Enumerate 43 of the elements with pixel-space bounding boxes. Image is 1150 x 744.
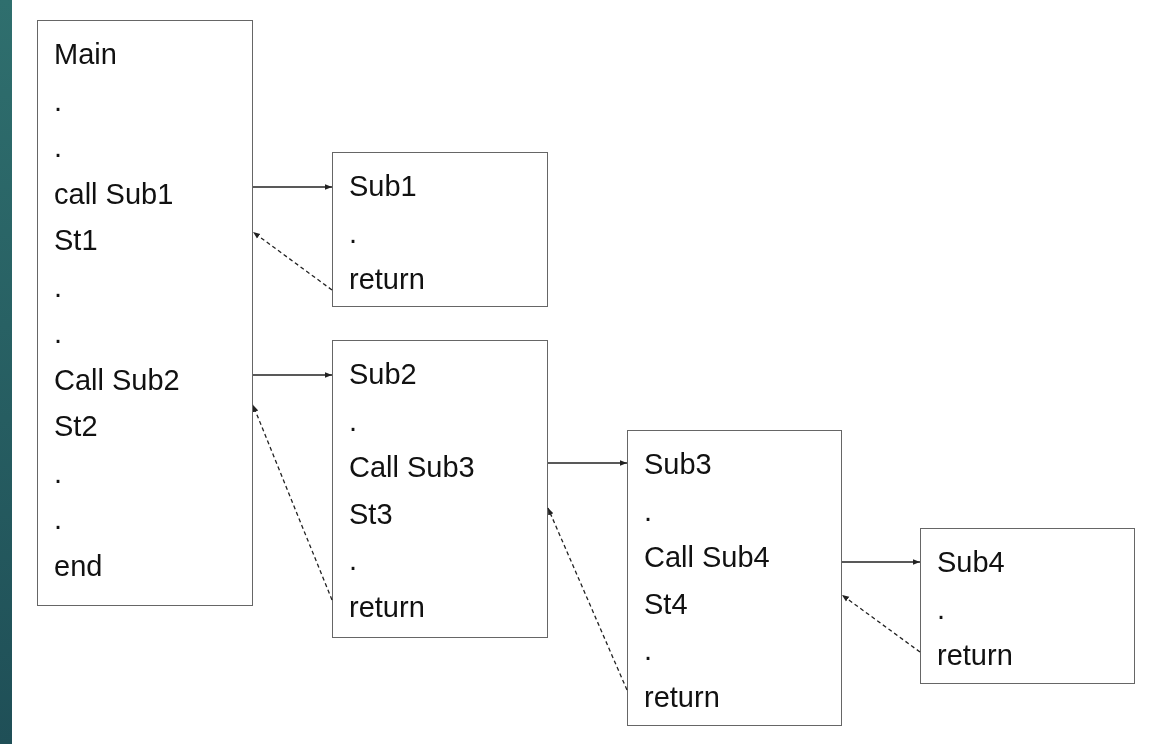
code-box [332, 340, 548, 638]
code-line: Sub2 [349, 357, 417, 391]
code-line: . [937, 591, 946, 626]
code-line: end [54, 548, 103, 583]
code-line: St2 [54, 409, 98, 443]
code-line: call Sub1 [54, 176, 174, 211]
code-line: . [349, 543, 358, 577]
code-line: Call Sub3 [349, 450, 475, 484]
code-line: . [644, 633, 653, 667]
code-line: return [349, 262, 425, 296]
code-line: St4 [644, 586, 688, 621]
arrow [252, 184, 333, 190]
code-line: St3 [349, 496, 393, 531]
code-line: Sub3 [644, 447, 712, 481]
arrow [547, 460, 628, 466]
code-box [920, 528, 1135, 684]
code-line: . [54, 502, 63, 536]
code-line: . [349, 403, 358, 438]
code-line: . [54, 83, 63, 118]
code-line: . [54, 269, 63, 304]
dashed-arrow [252, 404, 333, 601]
code-box [37, 20, 253, 606]
code-line: Sub1 [349, 169, 417, 203]
code-box [332, 152, 548, 307]
code-line: return [349, 589, 425, 624]
code-line: Main [54, 37, 117, 71]
dashed-arrow [252, 231, 333, 291]
arrow [841, 559, 921, 565]
code-line: return [644, 679, 720, 714]
code-line: . [644, 493, 653, 528]
code-line: Sub4 [937, 545, 1005, 579]
code-line: return [937, 638, 1013, 672]
code-line: . [54, 455, 63, 490]
code-line: . [349, 215, 358, 250]
dashed-arrow [841, 594, 921, 653]
code-line: St1 [54, 223, 98, 257]
code-line: . [54, 316, 63, 350]
dashed-arrow [547, 507, 628, 691]
code-box [627, 430, 842, 726]
code-line: Call Sub2 [54, 362, 180, 397]
code-line: . [54, 130, 63, 164]
arrow [252, 372, 333, 378]
code-line: Call Sub4 [644, 540, 770, 574]
